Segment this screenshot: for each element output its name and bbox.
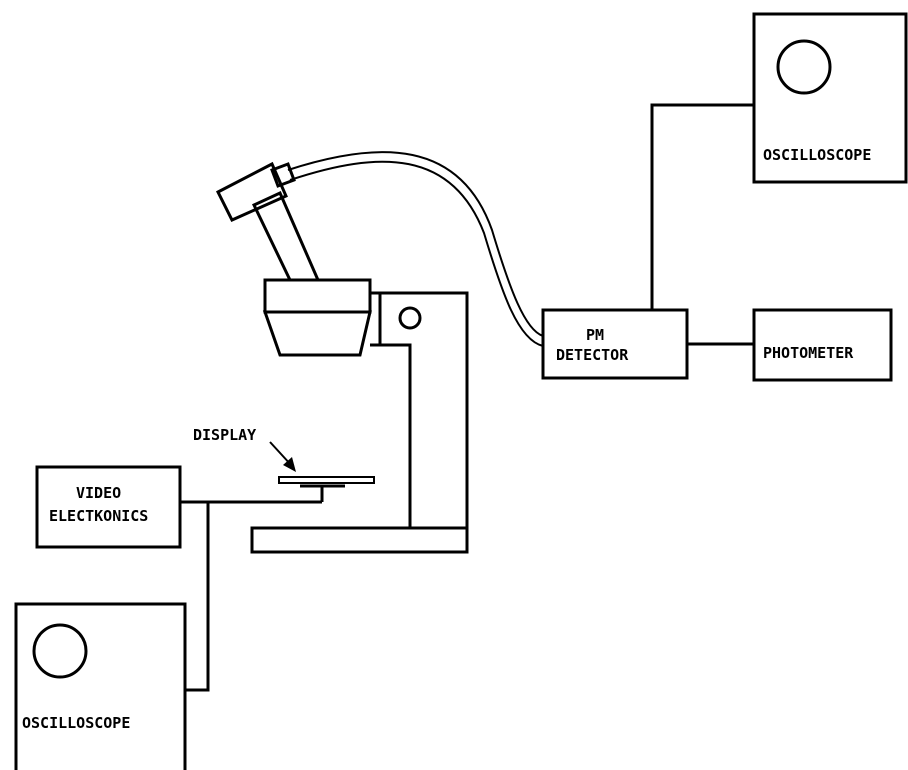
microscope-eyepiece <box>215 161 288 222</box>
microscope-head <box>263 278 372 314</box>
focus-knob-icon <box>398 306 422 330</box>
pm-detector-label-line2: DETECTOR <box>556 346 629 364</box>
microscope-arm-inner <box>370 343 412 528</box>
oscilloscope-top-screen-icon <box>776 39 832 95</box>
photometer: PHOTOMETER <box>752 308 893 382</box>
oscilloscope-bottom-screen-icon <box>32 623 88 679</box>
microscope-eyepiece-cap <box>270 162 296 188</box>
oscilloscope-bottom-label: OSCILLOSCOPE <box>22 714 130 732</box>
microscope-objective-housing <box>262 310 372 357</box>
fiber-optic-cable <box>287 151 544 347</box>
video-electronics-label-line1: VIDEO <box>76 484 121 502</box>
photometer-label: PHOTOMETER <box>763 344 854 362</box>
oscilloscope-bottom: OSCILLOSCOPE <box>14 602 187 770</box>
connector-video-to-osc-bottom <box>185 502 210 692</box>
video-electronics-box <box>35 465 182 549</box>
video-electronics-label-line2: ELECTKONICS <box>49 507 148 525</box>
display-arrow-head-icon <box>283 457 296 472</box>
oscilloscope-bottom-box <box>14 602 187 770</box>
display-annotation: DISPLAY <box>193 426 296 472</box>
oscilloscope-top-label: OSCILLOSCOPE <box>763 146 871 164</box>
video-electronics: VIDEO ELECTKONICS <box>35 465 182 549</box>
photometer-box <box>752 308 893 382</box>
pm-detector: PM DETECTOR <box>541 308 689 380</box>
display-slide <box>278 476 375 484</box>
oscilloscope-top-box <box>752 12 908 184</box>
connector-osc-top-to-detector <box>650 103 754 310</box>
pm-detector-box <box>541 308 689 380</box>
microscope-arm-outer <box>370 291 469 528</box>
microscope-base <box>250 526 469 554</box>
display-label: DISPLAY <box>193 426 256 444</box>
pm-detector-label-line1: PM <box>586 326 604 344</box>
oscilloscope-top: OSCILLOSCOPE <box>752 12 908 184</box>
microscope <box>215 161 469 554</box>
